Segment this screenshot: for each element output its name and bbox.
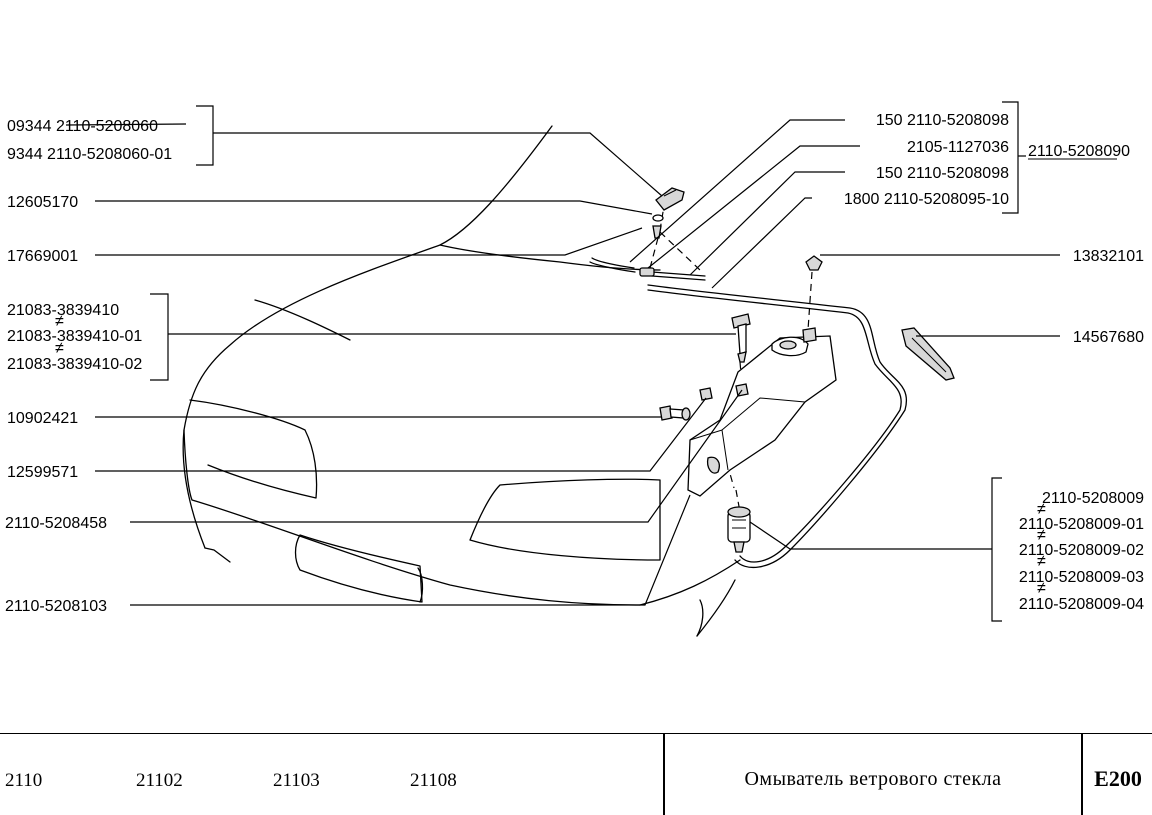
washer-pump xyxy=(727,506,751,553)
section-title: Омыватель ветрового стекла xyxy=(744,768,1002,790)
label-pump-2110-5208009: 2110-5208009 xyxy=(1042,490,1144,507)
section-code: E200 xyxy=(1094,766,1142,791)
label-14567680: 14567680 xyxy=(1073,329,1144,346)
label-hose-assembly: 2110-5208090 xyxy=(1028,143,1130,160)
footer-divider xyxy=(663,734,665,815)
catalog-footer: 2110 21102 21103 21108 Омыватель ветрово… xyxy=(0,733,1152,815)
interchange-mark: ≠ xyxy=(1037,553,1046,570)
hose-tee xyxy=(639,267,655,277)
grommet-13832101 xyxy=(805,255,823,271)
label-2110-5208103: 2110-5208103 xyxy=(5,598,107,615)
label-10902421: 10902421 xyxy=(7,410,78,427)
reservoir-cap-bracket-bolt xyxy=(731,313,751,363)
label-2110-5208458: 2110-5208458 xyxy=(5,515,107,532)
label-hose-150-a: 150 2110-5208098 xyxy=(876,112,1009,129)
label-nozzle-9344: 9344 2110-5208060-01 xyxy=(7,146,172,163)
washer-reservoir xyxy=(687,327,837,497)
label-13832101: 13832101 xyxy=(1073,248,1144,265)
mounting-bolt xyxy=(659,405,691,421)
insulator-14567680 xyxy=(901,327,955,381)
label-pump-03: 2110-5208009-03 xyxy=(1019,569,1144,586)
interchange-mark: ≠ xyxy=(55,313,64,330)
model-21102: 21102 xyxy=(136,770,183,791)
label-hose-1800: 1800 2110-5208095-10 xyxy=(844,191,1009,208)
model-21108: 21108 xyxy=(410,770,457,791)
exploded-parts-diagram: 09344 2110-5208060 9344 2110-5208060-01 … xyxy=(5,101,1144,637)
strikethrough-mark xyxy=(65,123,187,126)
interchange-mark: ≠ xyxy=(1037,527,1046,544)
label-pump-02: 2110-5208009-02 xyxy=(1019,542,1144,559)
label-17669001: 17669001 xyxy=(7,248,78,265)
label-pump-01: 2110-5208009-01 xyxy=(1019,516,1144,533)
label-hose-150-b: 150 2110-5208098 xyxy=(876,165,1009,182)
footer-divider xyxy=(1081,734,1083,815)
label-12605170: 12605170 xyxy=(7,194,78,211)
label-21083-3839410-01: 21083-3839410-01 xyxy=(7,328,142,345)
interchange-mark: ≠ xyxy=(55,340,64,357)
car-body-outline xyxy=(182,125,741,637)
leader-lines xyxy=(95,101,1060,622)
label-pump-04: 2110-5208009-04 xyxy=(1019,596,1144,613)
model-2110: 2110 xyxy=(5,770,43,791)
mounting-nut xyxy=(699,383,749,401)
washer-nozzle xyxy=(655,187,685,211)
right-labels: 150 2110-5208098 2105-1127036 150 2110-5… xyxy=(844,112,1144,613)
interchange-mark: ≠ xyxy=(1037,501,1046,518)
label-hose-tee: 2105-1127036 xyxy=(907,139,1009,156)
label-nozzle-09344: 09344 2110-5208060 xyxy=(7,118,158,135)
interchange-mark: ≠ xyxy=(1037,580,1046,597)
label-12599571: 12599571 xyxy=(7,464,78,481)
left-labels: 09344 2110-5208060 9344 2110-5208060-01 … xyxy=(5,118,187,615)
label-21083-3839410: 21083-3839410 xyxy=(7,302,119,319)
nozzle-gasket xyxy=(652,214,664,239)
model-21103: 21103 xyxy=(273,770,320,791)
label-21083-3839410-02: 21083-3839410-02 xyxy=(7,356,142,373)
